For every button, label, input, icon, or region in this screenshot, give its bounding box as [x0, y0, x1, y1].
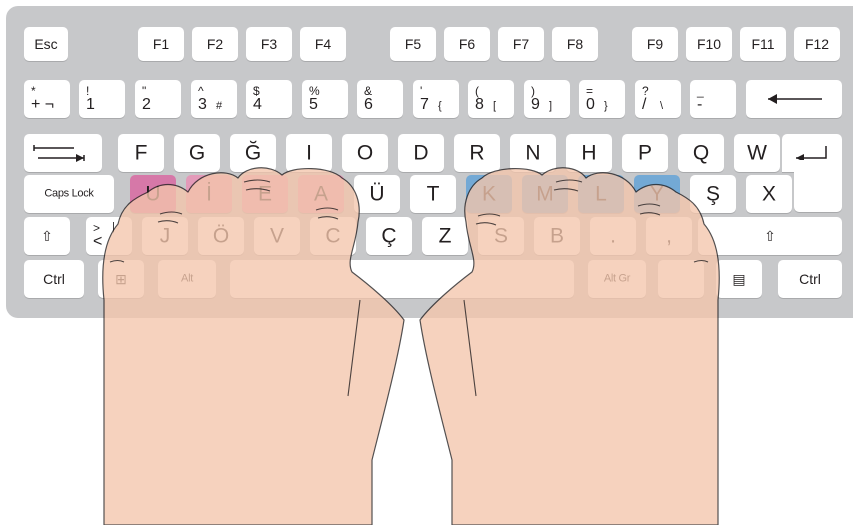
right-hand [420, 168, 719, 525]
left-hand [103, 168, 404, 525]
